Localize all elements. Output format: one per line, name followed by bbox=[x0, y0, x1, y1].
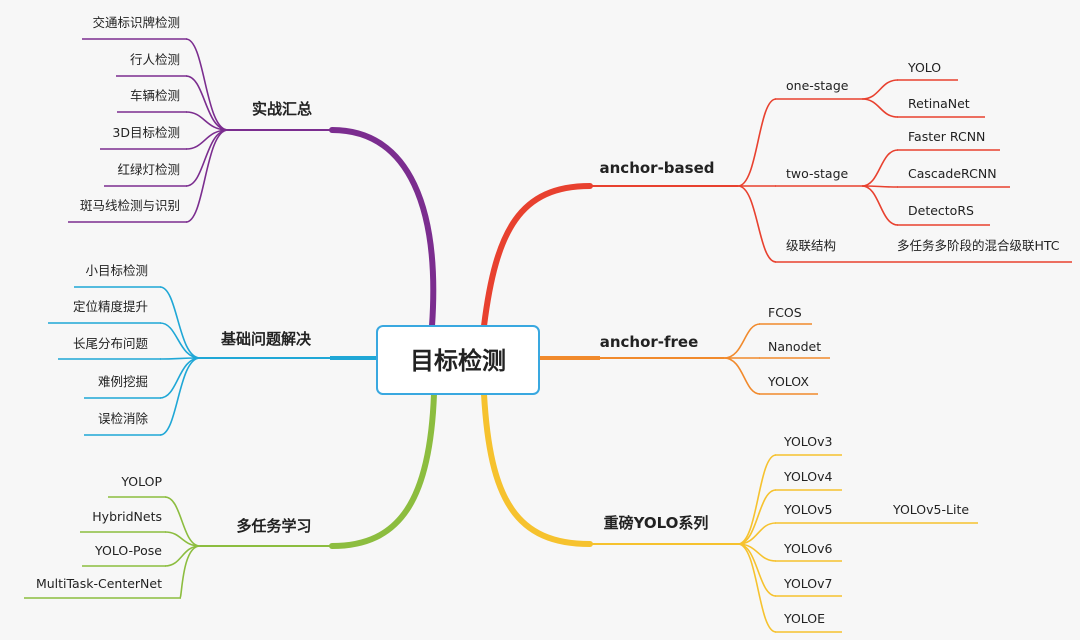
leaf-connector bbox=[737, 522, 777, 545]
leaf-label: YOLOv3 bbox=[783, 434, 833, 449]
leaf-label: YOLO-Pose bbox=[94, 543, 162, 558]
leaf-label: 红绿灯检测 bbox=[117, 162, 180, 177]
leaf-connector bbox=[185, 75, 229, 131]
branch-anchor-based: anchor-based one-stage two-stage 级联结构 YO… bbox=[481, 60, 1072, 329]
branch-duorenwu: 多任务学习 YOLOP HybridNets YOLO-Pose MultiTa… bbox=[24, 391, 437, 599]
leaf-label: 3D目标检测 bbox=[112, 125, 180, 140]
branch-jichu: 基础问题解决 小目标检测 定位精度提升 长尾分布问题 难例挖掘 误检消除 bbox=[48, 263, 378, 436]
leaf-label: YOLOE bbox=[783, 611, 825, 626]
branch-label-jichu: 基础问题解决 bbox=[220, 330, 312, 348]
leaf-label: Nanodet bbox=[768, 339, 821, 354]
leaf-label: MultiTask-CenterNet bbox=[36, 576, 162, 591]
branch-label-anchor-based: anchor-based bbox=[600, 159, 715, 177]
main-connector-shizhan bbox=[329, 127, 437, 329]
leaf-connector bbox=[185, 111, 229, 131]
leaf-connector bbox=[164, 496, 201, 547]
sub-label-two-stage: two-stage bbox=[786, 166, 849, 181]
leaf-label: RetinaNet bbox=[908, 96, 970, 111]
leaf-label: YOLOv4 bbox=[783, 469, 833, 484]
leaf-connector bbox=[164, 545, 201, 567]
sub-connector bbox=[737, 185, 777, 263]
leaf-label: 斑马线检测与识别 bbox=[80, 198, 180, 213]
leaf-connector bbox=[723, 357, 761, 395]
leaf-label: 难例挖掘 bbox=[98, 374, 148, 389]
leaf-connector bbox=[861, 185, 899, 226]
branch-label-duorenwu: 多任务学习 bbox=[236, 517, 311, 535]
main-connector-anchor-based bbox=[481, 183, 593, 329]
branch-anchor-free: anchor-free FCOS Nanodet YOLOX bbox=[538, 305, 830, 395]
leaf-connector bbox=[179, 545, 201, 599]
leaf-connector bbox=[185, 38, 229, 131]
leaf-connector bbox=[737, 489, 777, 545]
sub-label-cascade: 级联结构 bbox=[786, 238, 836, 253]
leaf-connector bbox=[737, 454, 777, 545]
leaf-label: YOLOv6 bbox=[783, 541, 833, 556]
leaf-connector bbox=[159, 286, 201, 359]
leaf-connector bbox=[861, 98, 899, 118]
leaf-label: 定位精度提升 bbox=[73, 299, 148, 314]
main-connector-duorenwu bbox=[329, 391, 437, 549]
leaf-connector bbox=[723, 323, 761, 359]
leaf-connector bbox=[185, 129, 229, 187]
leaf-label: DetectoRS bbox=[908, 203, 974, 218]
sub-label-one-stage: one-stage bbox=[786, 78, 849, 93]
leaf-label: FCOS bbox=[768, 305, 802, 320]
leaf-label: YOLOv5 bbox=[783, 502, 833, 517]
branch-yolo: 重磅YOLO系列 YOLOv3 YOLOv4 YOLOv5 YOLOv5-Lit… bbox=[481, 391, 978, 633]
leaf-label-yolov5-lite: YOLOv5-Lite bbox=[892, 502, 969, 517]
sub-connector bbox=[737, 98, 777, 187]
root-box[interactable] bbox=[376, 325, 540, 395]
leaf-label: 误检消除 bbox=[98, 411, 149, 426]
leaf-label: YOLOP bbox=[120, 474, 162, 489]
leaf-label: 行人检测 bbox=[130, 52, 180, 67]
leaf-label: YOLO bbox=[907, 60, 941, 75]
leaf-connector bbox=[861, 79, 899, 100]
leaf-connector bbox=[159, 357, 201, 436]
leaf-connector bbox=[861, 149, 899, 187]
root-label: 目标检测 bbox=[410, 347, 506, 375]
leaf-label: YOLOv7 bbox=[783, 576, 833, 591]
leaf-label: 小目标检测 bbox=[85, 263, 148, 278]
leaf-label: YOLOX bbox=[767, 374, 809, 389]
leaf-connector bbox=[185, 129, 229, 223]
leaf-connector bbox=[737, 543, 777, 633]
leaf-label: HybridNets bbox=[92, 509, 162, 524]
leaf-label: 车辆检测 bbox=[130, 88, 180, 103]
main-connector-yolo bbox=[481, 391, 593, 547]
branch-label-yolo: 重磅YOLO系列 bbox=[604, 514, 709, 532]
leaf-label: 长尾分布问题 bbox=[73, 336, 149, 351]
branch-label-shizhan: 实战汇总 bbox=[252, 100, 312, 118]
leaf-label: 多任务多阶段的混合级联HTC bbox=[897, 238, 1060, 253]
leaf-label: Faster RCNN bbox=[908, 129, 985, 144]
branch-label-anchor-free: anchor-free bbox=[600, 333, 699, 351]
leaf-connector bbox=[159, 322, 201, 359]
root-node[interactable]: 目标检测 bbox=[376, 325, 540, 395]
leaf-label: CascadeRCNN bbox=[908, 166, 997, 181]
branch-shizhan: 实战汇总 交通标识牌检测 行人检测 车辆检测 3D目标检测 红绿灯检测 斑马线检… bbox=[68, 15, 437, 329]
leaf-label: 交通标识牌检测 bbox=[92, 15, 180, 30]
